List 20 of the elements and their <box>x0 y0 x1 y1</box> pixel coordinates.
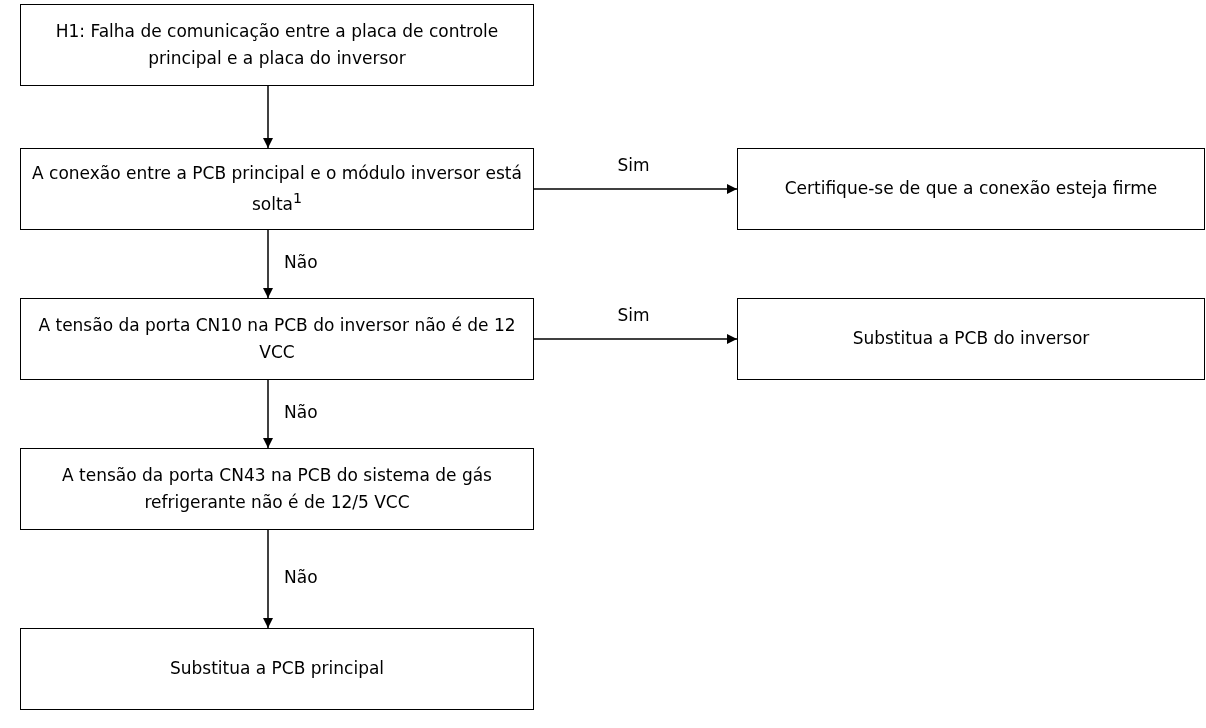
process-box <box>737 298 1205 380</box>
process-box <box>20 148 534 230</box>
arrow <box>263 379 273 449</box>
step-text: Certifique-se de que a conexão esteja firme <box>784 177 1158 201</box>
step-text: A tensão da porta CN10 na PCB do inversor não é de 12 VCC <box>37 313 517 364</box>
step-text: A tensão da porta CN43 na PCB do sistema de gás refrigerante não é de 12/5 VCC <box>61 463 493 514</box>
arrow <box>533 184 738 194</box>
process-box <box>20 448 534 530</box>
step-text: H1: Falha de comunicação entre a placa de controle principal e a placa do inversor <box>54 19 500 70</box>
arrow <box>263 85 273 149</box>
step-text: A conexão entre a PCB principal e o módulo inversor está solta$^{1}$ <box>31 162 523 216</box>
process-box <box>737 148 1205 230</box>
arrow <box>263 529 273 629</box>
arrow <box>533 334 738 344</box>
step-text: Substitua a PCB principal <box>169 657 385 681</box>
process-box <box>20 298 534 380</box>
arrow <box>263 229 273 299</box>
step-text: Substitua a PCB do inversor <box>852 327 1090 351</box>
process-box <box>20 4 534 86</box>
process-box <box>20 628 534 710</box>
